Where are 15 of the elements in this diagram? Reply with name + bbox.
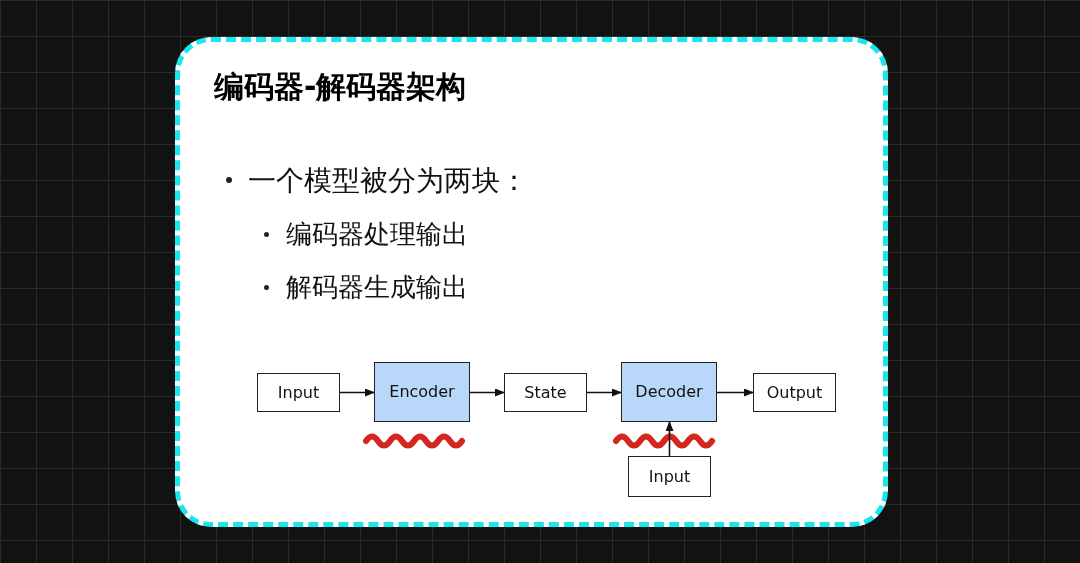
bullet-text: 编码器处理输出 xyxy=(286,218,468,251)
arrow xyxy=(716,388,754,397)
bullet-text: 一个模型被分为两块： xyxy=(248,163,528,199)
process-box: State xyxy=(504,373,587,412)
bullet-text: 解码器生成输出 xyxy=(286,271,468,304)
process-box: Input xyxy=(257,373,340,412)
block-box: Decoder xyxy=(621,362,717,422)
arrow xyxy=(339,388,375,397)
block-box: Encoder xyxy=(374,362,470,422)
arrow xyxy=(665,421,674,457)
arrow xyxy=(586,388,622,397)
process-box: Input xyxy=(628,456,711,497)
arrow xyxy=(469,388,505,397)
process-box: Output xyxy=(753,373,836,412)
slide-title: 编码器-解码器架构 xyxy=(214,68,467,106)
